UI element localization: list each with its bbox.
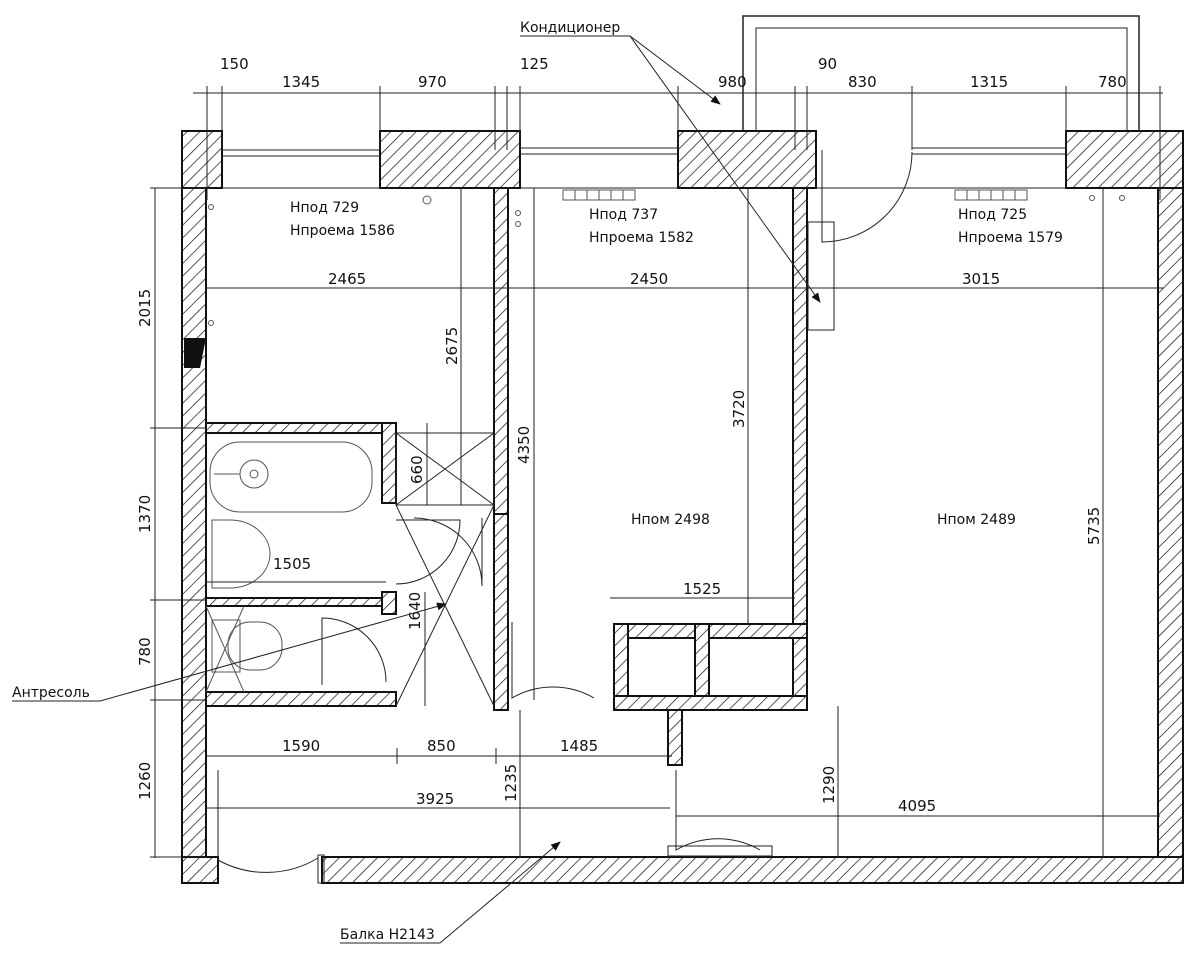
dim-room3-width: 3015: [962, 270, 1000, 288]
interior-walls: [205, 187, 808, 766]
wall-top-pier-1: [379, 130, 521, 189]
dim-left-1: 2015: [136, 289, 154, 327]
dim-room3-height: 5735: [1085, 507, 1103, 545]
dim-top-2: 1345: [282, 73, 320, 91]
door-entrance: [217, 770, 319, 873]
top-dimensions: 150 1345 970 125 980 90 830 1315 780: [220, 55, 1127, 91]
dim-hall-850: 850: [427, 737, 456, 755]
callouts: Кондиционер Антресоль Балка Н2143: [12, 20, 821, 944]
room3-opening-height: Нпроема 1579: [958, 230, 1063, 246]
dim-corridor-height: 1640: [406, 592, 424, 630]
dim-top-4: 125: [520, 55, 549, 73]
dim-hall-right-width: 4095: [898, 797, 936, 815]
fixtures: [184, 189, 1125, 707]
room3-sill-height: Нпод 725: [958, 207, 1027, 223]
room3-ceiling-height: Нпом 2489: [937, 512, 1016, 528]
wall-room1-room2: [493, 187, 509, 515]
dim-top-6: 90: [818, 55, 837, 73]
dim-top-3: 970: [418, 73, 447, 91]
bathtub: [209, 441, 373, 513]
callout-air-conditioner: Кондиционер: [520, 20, 821, 303]
wall-wc-bottom: [205, 691, 397, 707]
window-room2: [520, 147, 678, 189]
beam-label: Балка Н2143: [340, 927, 435, 943]
dim-hall-height-right: 1290: [820, 766, 838, 804]
callout-beam: Балка Н2143: [340, 841, 561, 944]
toilet: [227, 621, 283, 671]
balcony-door: [807, 150, 913, 331]
room2-sill-height: Нпод 737: [589, 207, 658, 223]
dim-top-9: 780: [1098, 73, 1127, 91]
balcony: [742, 15, 1140, 131]
wall-left: [181, 187, 207, 884]
dimension-lines: [150, 86, 1164, 858]
dim-closet-width: 1525: [683, 580, 721, 598]
dim-room2-height-left: 4350: [515, 426, 533, 464]
wall-hall-partition: [667, 709, 683, 766]
dim-hall-1590: 1590: [282, 737, 320, 755]
dim-room2-height-right: 3720: [730, 390, 748, 428]
dim-top-1: 150: [220, 55, 249, 73]
wall-closet-top: [613, 623, 808, 639]
wall-room1-bath: [205, 422, 397, 434]
dim-left-3: 780: [136, 637, 154, 666]
dim-hall-width: 3925: [416, 790, 454, 808]
dim-top-8: 1315: [970, 73, 1008, 91]
wall-corridor-room2: [493, 513, 509, 711]
room1-opening-height: Нпроема 1586: [290, 223, 395, 239]
dim-vestibule-height: 660: [408, 455, 426, 484]
wall-bottom-left: [181, 856, 219, 884]
mezzanine-label: Антресоль: [12, 685, 90, 701]
room2-ceiling-height: Нпом 2498: [631, 512, 710, 528]
dim-left-2: 1370: [136, 495, 154, 533]
left-dimensions: 2015 1370 780 1260: [136, 289, 154, 800]
dim-hall-height-left: 1235: [502, 764, 520, 802]
dim-left-4: 1260: [136, 762, 154, 800]
door-room3: [675, 770, 761, 851]
wall-top-pier-2: [677, 130, 817, 189]
door-bath: [395, 519, 461, 585]
doors: [217, 517, 773, 884]
door-corridor-right: [413, 517, 483, 587]
room-annotations: Нпод 729 Нпроема 1586 Нпод 737 Нпроема 1…: [290, 200, 1063, 528]
wall-top-left: [181, 130, 223, 189]
dim-top-7: 830: [848, 73, 877, 91]
window-room1: [222, 149, 380, 189]
wall-bottom-main: [321, 856, 1184, 884]
interior-dimensions: 2465 2450 3015 2675 660 4350 3720 5735 1…: [273, 270, 1103, 815]
bathtub-drain-icon: [239, 459, 269, 489]
dim-hall-1485: 1485: [560, 737, 598, 755]
callout-mezzanine: Антресоль: [12, 602, 447, 702]
dim-room1-height: 2675: [443, 327, 461, 365]
dim-bath-width: 1505: [273, 555, 311, 573]
wall-closet-bottom: [613, 695, 808, 711]
sink: [211, 519, 271, 589]
dim-top-5: 980: [718, 73, 747, 91]
door-wc: [321, 617, 387, 685]
wall-bath-wc: [205, 597, 397, 607]
wall-wc-corridor: [381, 591, 397, 615]
dim-room2-width: 2450: [630, 270, 668, 288]
dim-room1-width: 2465: [328, 270, 366, 288]
ac-unit-2: [954, 189, 1028, 201]
window-room3: [816, 147, 1066, 189]
exterior-walls: [181, 130, 1184, 884]
air-conditioner-label: Кондиционер: [520, 20, 620, 36]
wall-top-pier-3: [1065, 130, 1184, 189]
ac-unit: [562, 189, 636, 201]
room1-sill-height: Нпод 729: [290, 200, 359, 216]
wall-bath-corridor: [381, 422, 397, 504]
door-room2: [511, 622, 595, 699]
wall-right: [1157, 187, 1184, 884]
room2-opening-height: Нпроема 1582: [589, 230, 694, 246]
